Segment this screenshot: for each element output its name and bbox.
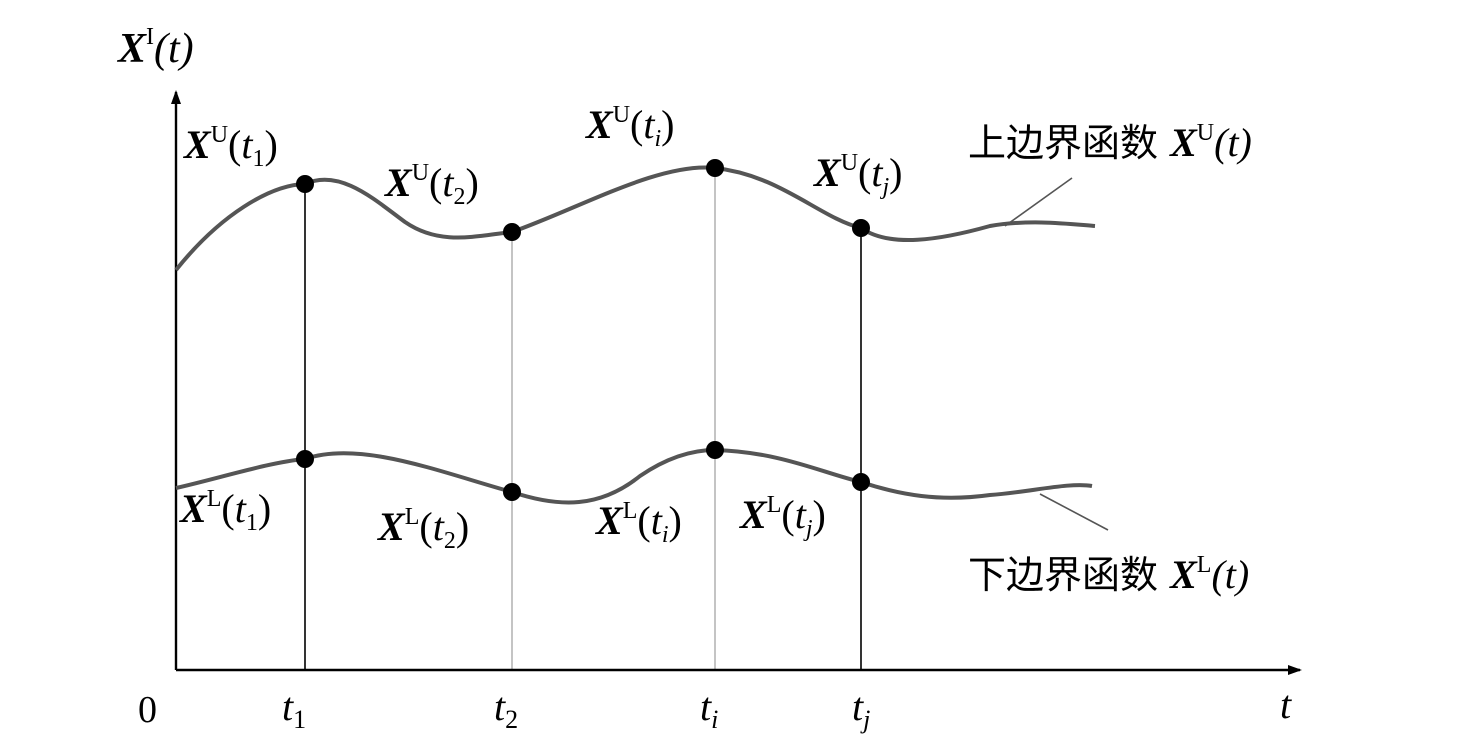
legend-upper-boundary: 上边界函数 XU(t) (968, 120, 1252, 165)
label-upper-tj: XU(tj) (812, 150, 902, 200)
point-lower-t1 (296, 450, 314, 468)
point-upper-tj (852, 219, 870, 237)
y-axis-label: XI(t) (116, 24, 194, 72)
upper-legend-leader (1004, 177, 1073, 227)
point-lower-tj (852, 473, 870, 491)
point-upper-t2 (503, 223, 521, 241)
label-lower-tj: XL(tj) (738, 492, 826, 542)
label-lower-t1: XL(t1) (178, 486, 271, 536)
tick-label-ti: ti (700, 684, 718, 734)
point-lower-t2 (503, 483, 521, 501)
point-lower-ti (706, 441, 724, 459)
x-axis-label: t (1280, 682, 1292, 727)
label-upper-t2: XU(t2) (383, 160, 479, 210)
label-upper-ti: XU(ti) (584, 102, 674, 152)
legend-lower-boundary: 下边界函数 XL(t) (968, 552, 1249, 597)
tick-label-tj: tj (852, 684, 870, 734)
lower-boundary-curve (175, 447, 1093, 505)
label-lower-ti: XL(ti) (594, 498, 682, 548)
point-upper-ti (706, 159, 724, 177)
label-lower-t2: XL(t2) (376, 504, 469, 554)
tick-label-t2: t2 (494, 684, 518, 734)
point-upper-t1 (296, 175, 314, 193)
origin-label: 0 (138, 689, 157, 731)
tick-label-t1: t1 (282, 684, 306, 734)
label-upper-t1: XU(t1) (182, 122, 278, 172)
lower-legend-leader (1039, 493, 1109, 531)
